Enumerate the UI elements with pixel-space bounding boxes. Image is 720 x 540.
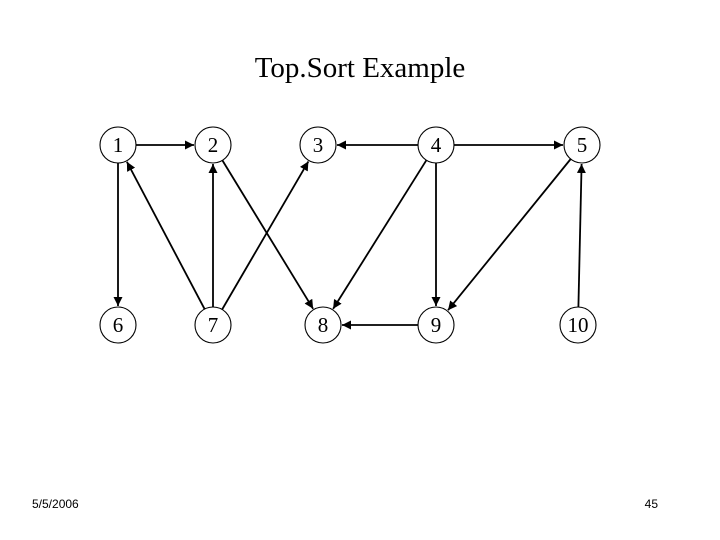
edge-5-to-9 — [447, 158, 572, 311]
node-circle — [417, 306, 455, 344]
node-circle — [194, 306, 232, 344]
node-circle — [194, 126, 232, 164]
edge-7-to-3 — [221, 160, 310, 310]
edge-7-to-1 — [126, 161, 206, 310]
node-9: 9 — [417, 306, 455, 344]
node-7: 7 — [194, 306, 232, 344]
node-label: 4 — [431, 133, 442, 157]
node-label: 5 — [577, 133, 588, 157]
node-label: 6 — [113, 313, 124, 337]
node-circle — [99, 306, 137, 344]
node-1: 1 — [99, 126, 137, 164]
node-5: 5 — [563, 126, 601, 164]
node-circle — [563, 126, 601, 164]
node-label: 1 — [113, 133, 124, 157]
node-4: 4 — [417, 126, 455, 164]
node-8: 8 — [304, 306, 342, 344]
node-3: 3 — [299, 126, 337, 164]
node-circle — [99, 126, 137, 164]
edge-2-to-8 — [221, 159, 314, 310]
node-label: 8 — [318, 313, 329, 337]
node-6: 6 — [99, 306, 137, 344]
node-label: 9 — [431, 313, 442, 337]
edge-10-to-5 — [576, 163, 586, 308]
node-circle — [304, 306, 342, 344]
node-10: 10 — [559, 306, 597, 344]
footer-date: 5/5/2006 — [32, 497, 79, 511]
node-2: 2 — [194, 126, 232, 164]
node-label: 10 — [568, 313, 589, 337]
nodes-layer: 1 2 3 4 5 6 7 8 9 10 — [99, 126, 601, 344]
node-label: 7 — [208, 313, 219, 337]
edge-4-to-8 — [332, 159, 428, 310]
page-number: 45 — [644, 497, 658, 511]
node-label: 3 — [313, 133, 324, 157]
slide-title: Top.Sort Example — [254, 52, 466, 84]
node-circle — [417, 126, 455, 164]
edges-layer — [113, 140, 586, 330]
node-label: 2 — [208, 133, 219, 157]
node-circle — [299, 126, 337, 164]
node-circle — [559, 306, 597, 344]
